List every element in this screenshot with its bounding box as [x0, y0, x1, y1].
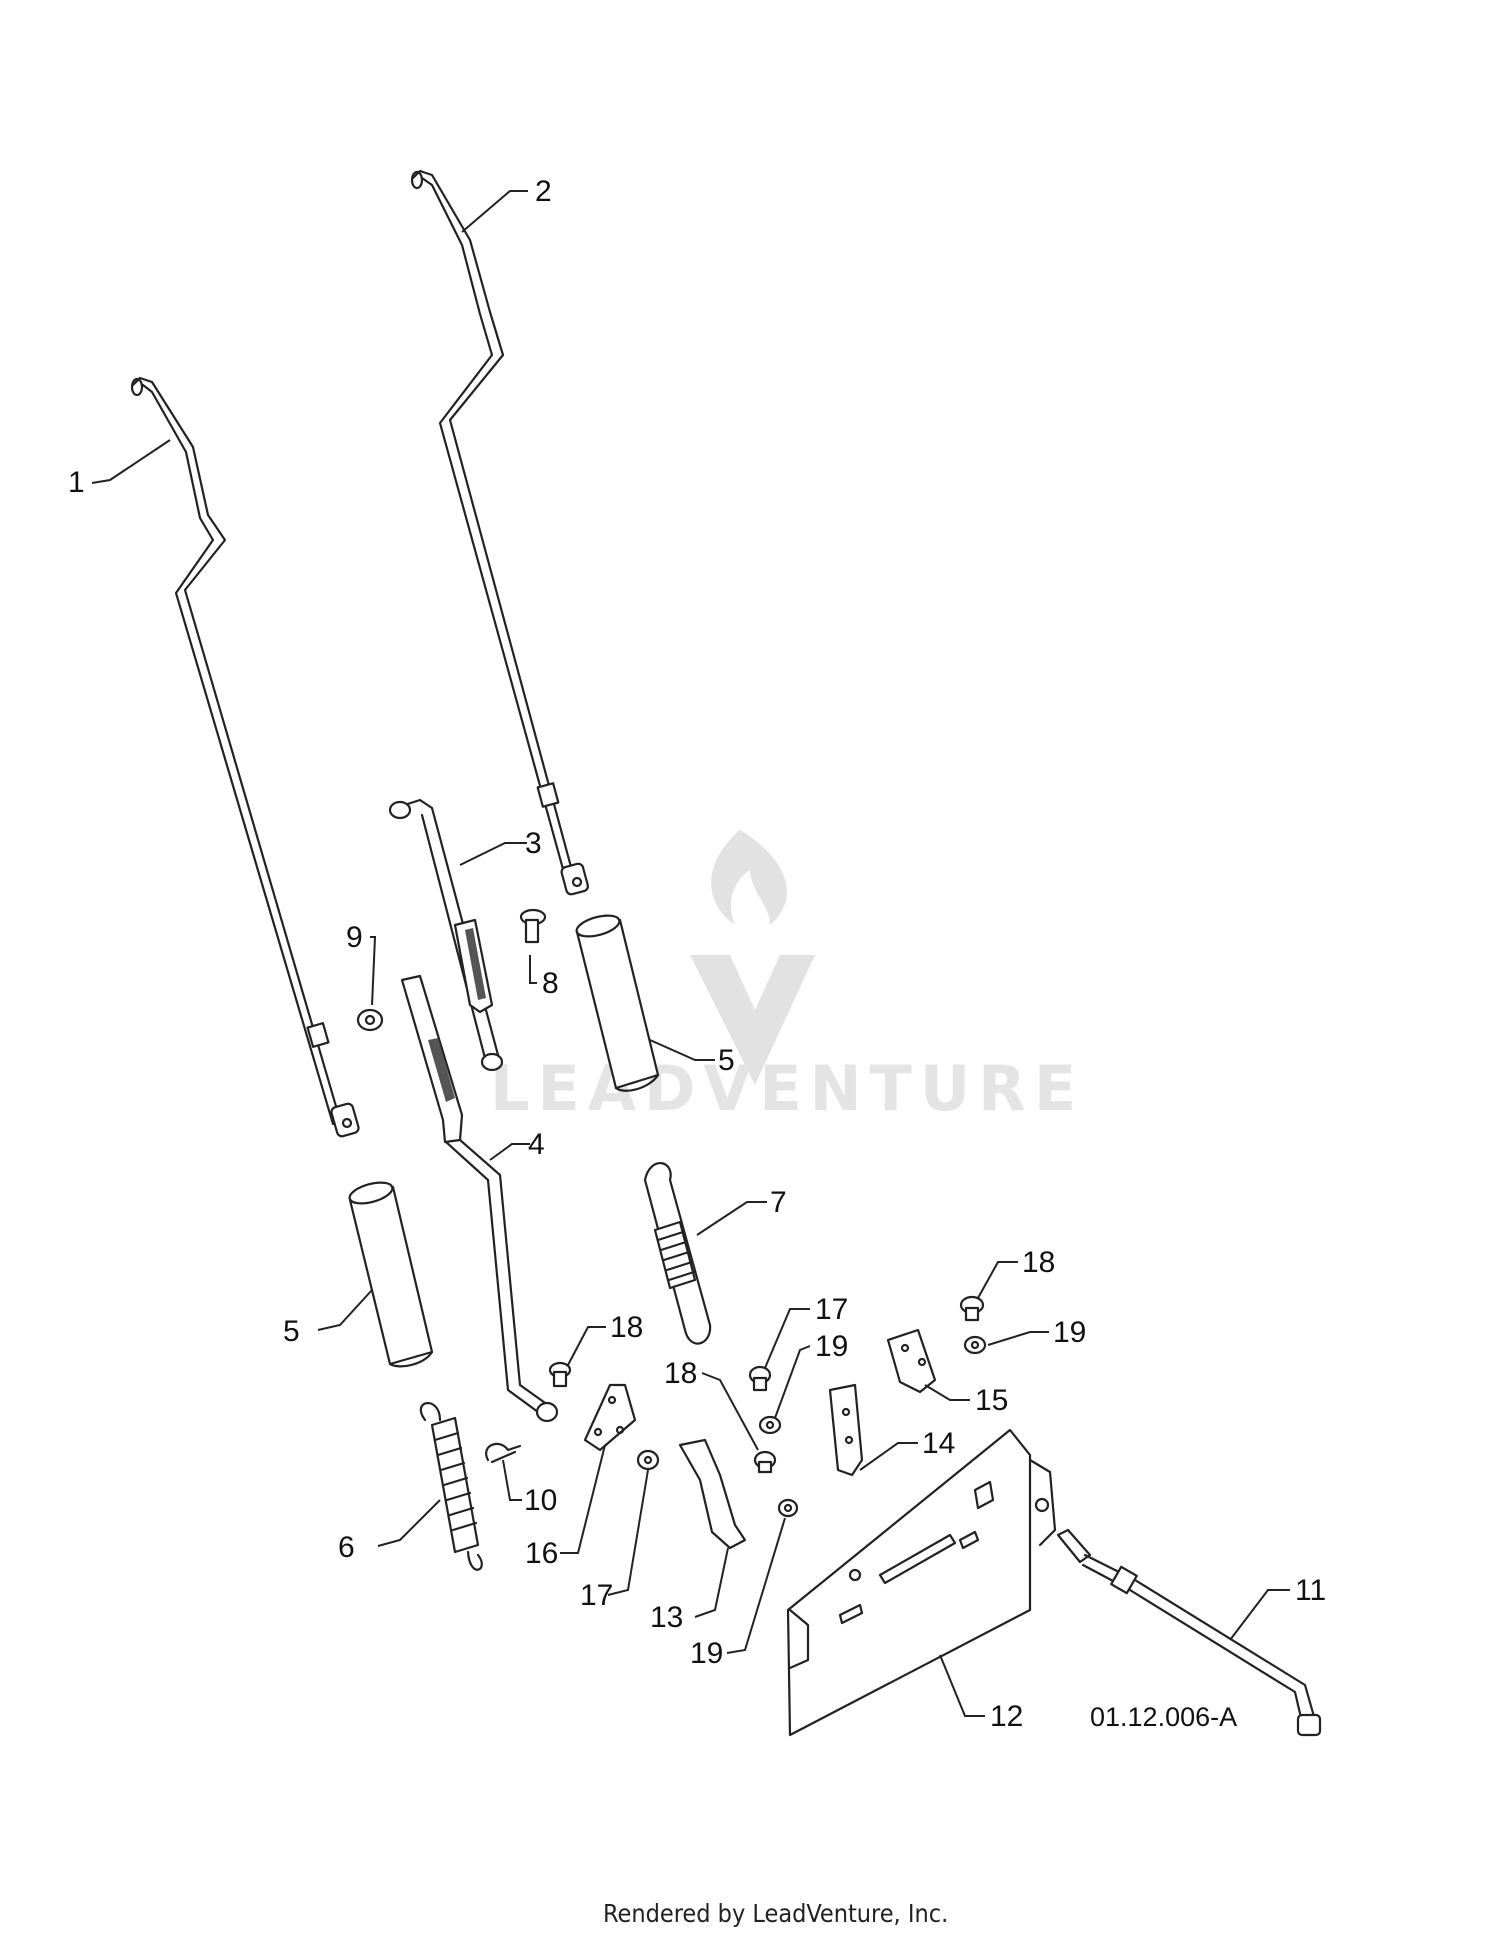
hardware-nut-19-a: [963, 1335, 987, 1355]
callout-2: 2: [535, 175, 552, 208]
hardware-bolt-17-b: [636, 1449, 660, 1471]
hardware-bolt-18-c: [753, 1450, 777, 1474]
callout-3: 3: [525, 827, 542, 860]
callout-12: 12: [990, 1700, 1023, 1733]
footer-credit: Rendered by LeadVenture, Inc.: [603, 1899, 948, 1928]
callout-14: 14: [922, 1427, 955, 1460]
bolt-part-8: [519, 908, 547, 944]
spring-part-7: [643, 1162, 712, 1345]
grip-part-5-lower: [348, 1181, 434, 1368]
grip-part-5-upper: [575, 914, 660, 1092]
control-rod-part-2: [410, 169, 589, 896]
callout-7: 7: [770, 1186, 787, 1219]
lift-bar-part-4: [400, 974, 559, 1423]
callout-labels: 1 2 3 4 5 5 6 7 8 9 10 11 12 13 14 15 16…: [68, 175, 1326, 1733]
hardware-nut-19-b: [758, 1415, 782, 1435]
leader-lines: [91, 190, 1290, 1717]
hardware-bolt-18-a: [548, 1361, 572, 1388]
bracket-part-13: [678, 1438, 747, 1550]
watermark-logo: LEADVENTURE: [490, 830, 1084, 1125]
callout-18-left: 18: [610, 1311, 643, 1344]
diagram-code: 01.12.006-A: [1090, 1702, 1237, 1732]
plate-part-15: [886, 1328, 937, 1394]
callout-5-upper: 5: [718, 1044, 735, 1077]
extension-spring-part-6: [419, 1402, 483, 1571]
mounting-plate-part-12: [786, 1428, 1057, 1737]
callout-10: 10: [524, 1484, 557, 1517]
callout-19-right: 19: [1053, 1316, 1086, 1349]
callout-8: 8: [542, 967, 559, 1000]
plate-part-16: [583, 1383, 637, 1452]
watermark-text: LEADVENTURE: [490, 1052, 1084, 1125]
callout-11: 11: [1295, 1574, 1326, 1607]
hardware-nut-19-c: [777, 1498, 799, 1518]
callout-16: 16: [525, 1537, 558, 1570]
rod-part-11: [1056, 1528, 1322, 1737]
callout-6: 6: [338, 1531, 355, 1564]
control-rod-part-1: [130, 376, 360, 1138]
bracket-part-14: [828, 1383, 864, 1477]
callout-15: 15: [975, 1384, 1008, 1417]
callout-13: 13: [650, 1601, 683, 1634]
lift-link-part-3: [388, 798, 504, 1072]
clip-pin-part-10: [485, 1442, 522, 1464]
callout-17-upper: 17: [815, 1293, 848, 1326]
callout-18-right: 18: [1022, 1246, 1055, 1279]
callout-9: 9: [346, 921, 363, 954]
callout-17-lower: 17: [580, 1579, 613, 1612]
callout-18-middle: 18: [664, 1357, 697, 1390]
hardware-bolt-18-b: [959, 1295, 985, 1322]
callout-5-lower: 5: [283, 1315, 300, 1348]
nut-part-9: [356, 1008, 384, 1032]
hardware-bolt-17-a: [748, 1365, 772, 1392]
callout-4: 4: [528, 1128, 545, 1161]
callout-19-middle: 19: [815, 1330, 848, 1363]
callout-19-lower: 19: [690, 1637, 723, 1670]
callout-1: 1: [68, 466, 85, 499]
